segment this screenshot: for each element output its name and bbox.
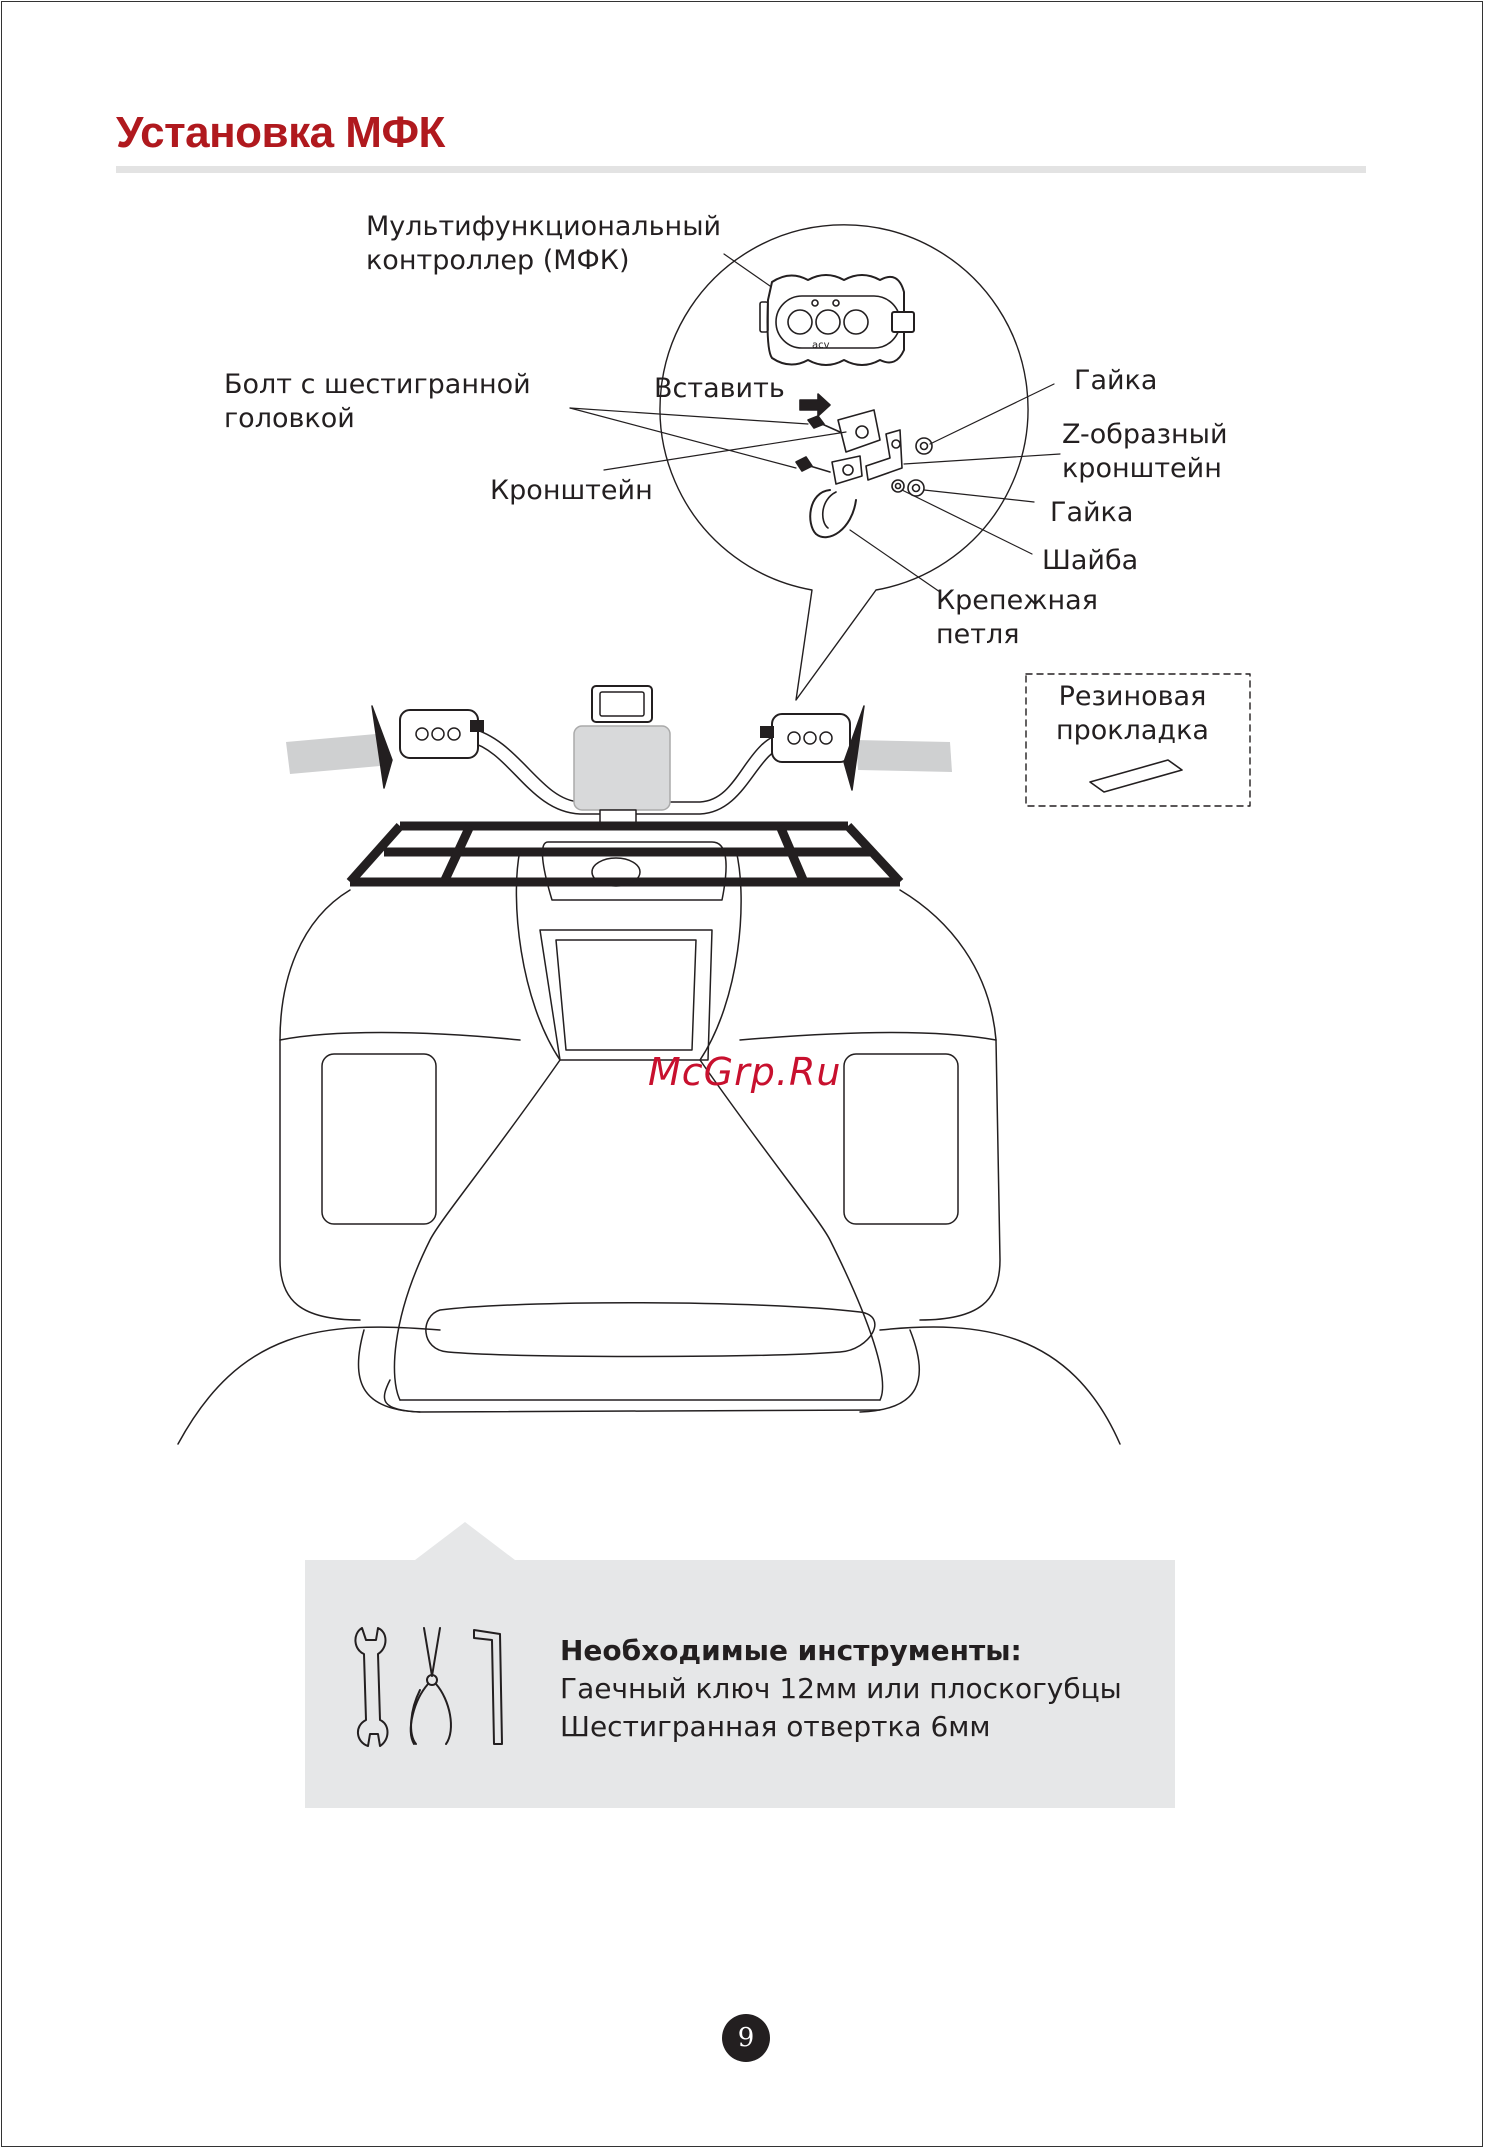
- page-number: 9: [722, 2014, 770, 2062]
- tools-title: Необходимые инструменты:: [560, 1634, 1022, 1667]
- pliers-icon: [411, 1628, 451, 1744]
- hex-key-icon: [474, 1630, 502, 1744]
- tools-line-wrench: Гаечный ключ 12мм или плоскогубцы: [560, 1672, 1122, 1705]
- wrench-icon: [355, 1628, 387, 1746]
- tools-line-hex: Шестигранная отвертка 6мм: [560, 1710, 991, 1743]
